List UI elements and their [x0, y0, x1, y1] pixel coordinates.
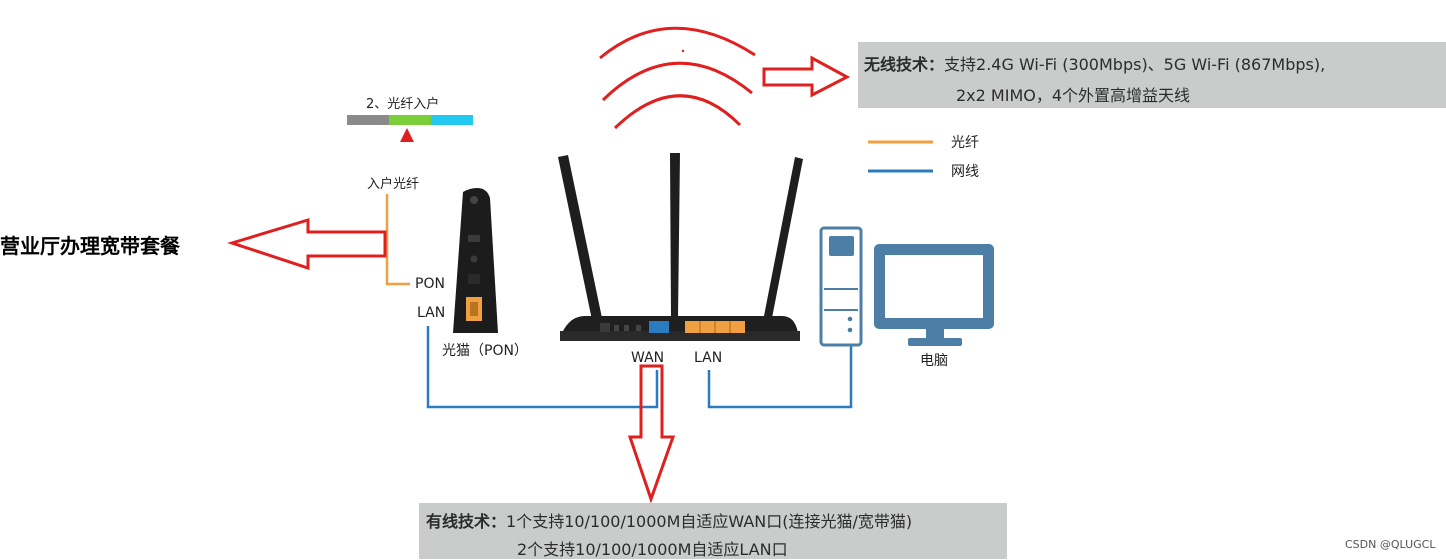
- router-lan-label: LAN: [694, 350, 723, 366]
- router-icon: [560, 316, 800, 341]
- wan-port-label: WAN: [631, 350, 665, 366]
- arrow-to-wireless-note: [762, 55, 851, 98]
- fiber-bar-green: [389, 115, 431, 125]
- fiber-bar-cyan: [431, 115, 473, 125]
- optical-modem-icon: [453, 188, 498, 333]
- business-hall-annotation: 营业厅办理宽带套餐: [0, 234, 180, 258]
- wifi-signal-icon: [599, 26, 756, 130]
- arrow-to-annotation: [227, 217, 387, 271]
- pc-tower-icon: [819, 226, 863, 347]
- wired-note-title: 有线技术：: [426, 512, 507, 531]
- legend-fiber-label: 光纤: [951, 135, 979, 151]
- router-antennas-icon: [558, 153, 803, 320]
- wireless-note-title: 无线技术：: [864, 55, 945, 74]
- modem-lan-label: LAN: [417, 305, 446, 321]
- wireless-tech-note: 无线技术：支持2.4G Wi-Fi (300Mbps)、5G Wi-Fi (86…: [858, 42, 1446, 108]
- monitor-icon: [874, 244, 994, 346]
- fiber-entry-marker-icon: [400, 128, 414, 142]
- wireless-note-line1: 支持2.4G Wi-Fi (300Mbps)、5G Wi-Fi (867Mbps…: [944, 55, 1326, 74]
- wired-note-line1: 1个支持10/100/1000M自适应WAN口(连接光猫/宽带猫): [506, 512, 913, 531]
- modem-name-label: 光猫（PON）: [442, 343, 528, 359]
- cable-modem-to-router: [426, 326, 659, 409]
- wireless-note-line2: 2x2 MIMO，4个外置高增益天线: [956, 86, 1191, 105]
- pon-port-label: PON: [415, 276, 445, 292]
- fiber-line: [385, 194, 410, 286]
- incoming-fiber-label: 入户光纤: [367, 177, 420, 192]
- computer-label: 电脑: [920, 353, 948, 369]
- cable-router-to-pc: [707, 345, 853, 409]
- wired-note-line2: 2个支持10/100/1000M自适应LAN口: [517, 540, 788, 559]
- wired-tech-note: 有线技术：1个支持10/100/1000M自适应WAN口(连接光猫/宽带猫) 2…: [419, 503, 1007, 559]
- watermark: CSDN @QLUGCL: [1345, 538, 1436, 551]
- legend-cable-label: 网线: [951, 164, 979, 180]
- fiber-entry-title: 2、光纤入户: [366, 97, 440, 112]
- arrow-to-wired-note: [627, 364, 676, 504]
- fiber-bar-gray: [347, 115, 389, 125]
